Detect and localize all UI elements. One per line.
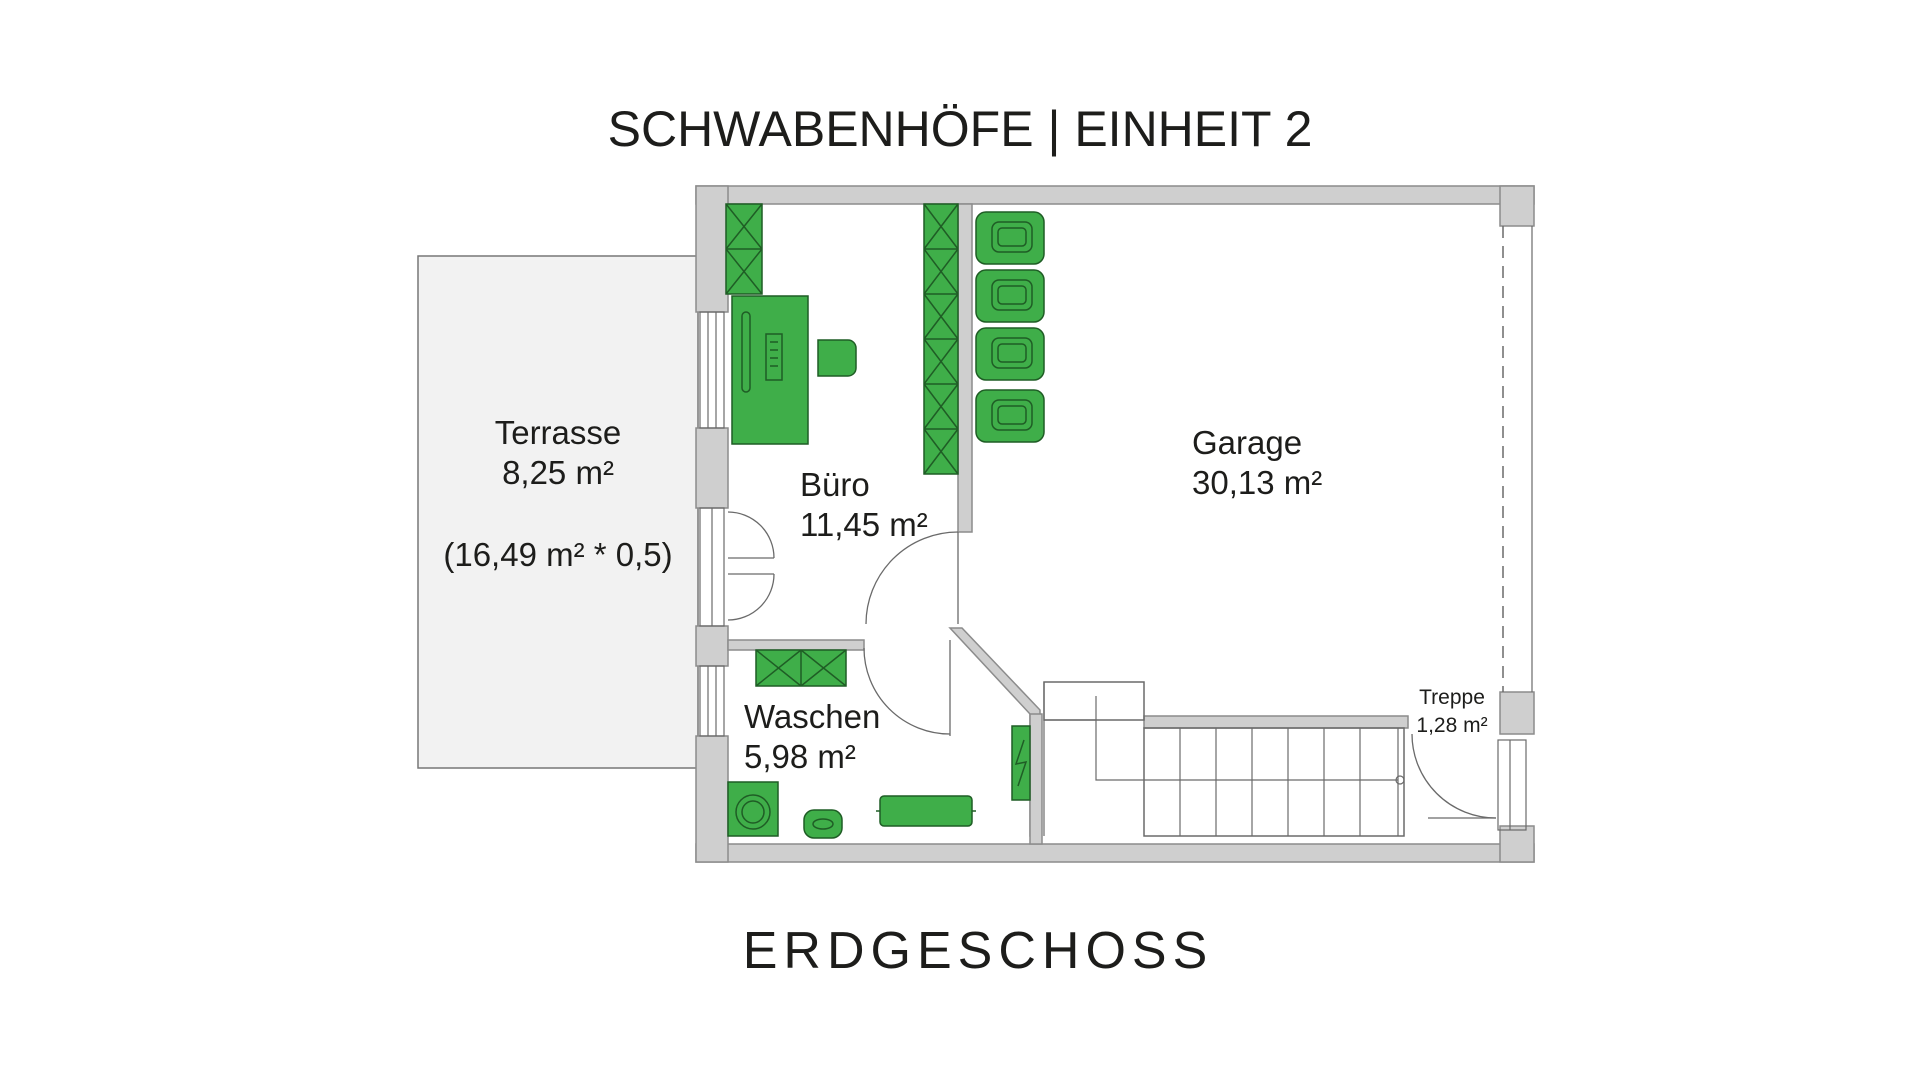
room-waschen: Waschen 5,98 m²	[744, 698, 880, 775]
room-name: Büro	[800, 466, 870, 503]
garbage-bins	[975, 211, 1045, 443]
washing-machine	[727, 781, 779, 837]
sink	[803, 809, 843, 839]
treppe-door	[1411, 733, 1527, 831]
room-name: Waschen	[744, 698, 880, 735]
room-area: 8,25 m²	[502, 454, 614, 491]
room-area: 5,98 m²	[744, 738, 856, 775]
staircase	[1043, 681, 1405, 837]
room-name: Terrasse	[495, 414, 622, 451]
room-area: 30,13 m²	[1192, 464, 1322, 501]
terrace-area	[417, 255, 699, 769]
room-treppe: Treppe 1,28 m²	[1416, 686, 1487, 737]
office-chair	[817, 339, 857, 377]
electrical-panel	[1011, 725, 1031, 801]
page-title: SCHWABENHÖFE | EINHEIT 2	[608, 101, 1313, 157]
office-desk	[731, 295, 809, 445]
room-area: 11,45 m²	[800, 506, 928, 543]
waschen-door	[863, 640, 951, 736]
room-area: 1,28 m²	[1416, 714, 1487, 737]
buero-door	[865, 531, 959, 625]
windows	[699, 311, 725, 737]
terrace-door	[727, 511, 775, 621]
room-name: Garage	[1192, 424, 1302, 461]
office-shelf-top	[725, 203, 763, 295]
room-name: Treppe	[1419, 686, 1485, 709]
room-note: (16,49 m² * 0,5)	[443, 536, 672, 573]
floor-title: ERDGESCHOSS	[743, 922, 1214, 980]
room-buero: Büro 11,45 m²	[800, 466, 928, 543]
radiator	[876, 795, 976, 827]
room-terrasse: Terrasse 8,25 m² (16,49 m² * 0,5)	[443, 414, 672, 573]
office-tall-shelf	[923, 203, 959, 475]
laundry-shelf	[755, 649, 847, 687]
room-garage: Garage 30,13 m²	[1192, 424, 1322, 501]
